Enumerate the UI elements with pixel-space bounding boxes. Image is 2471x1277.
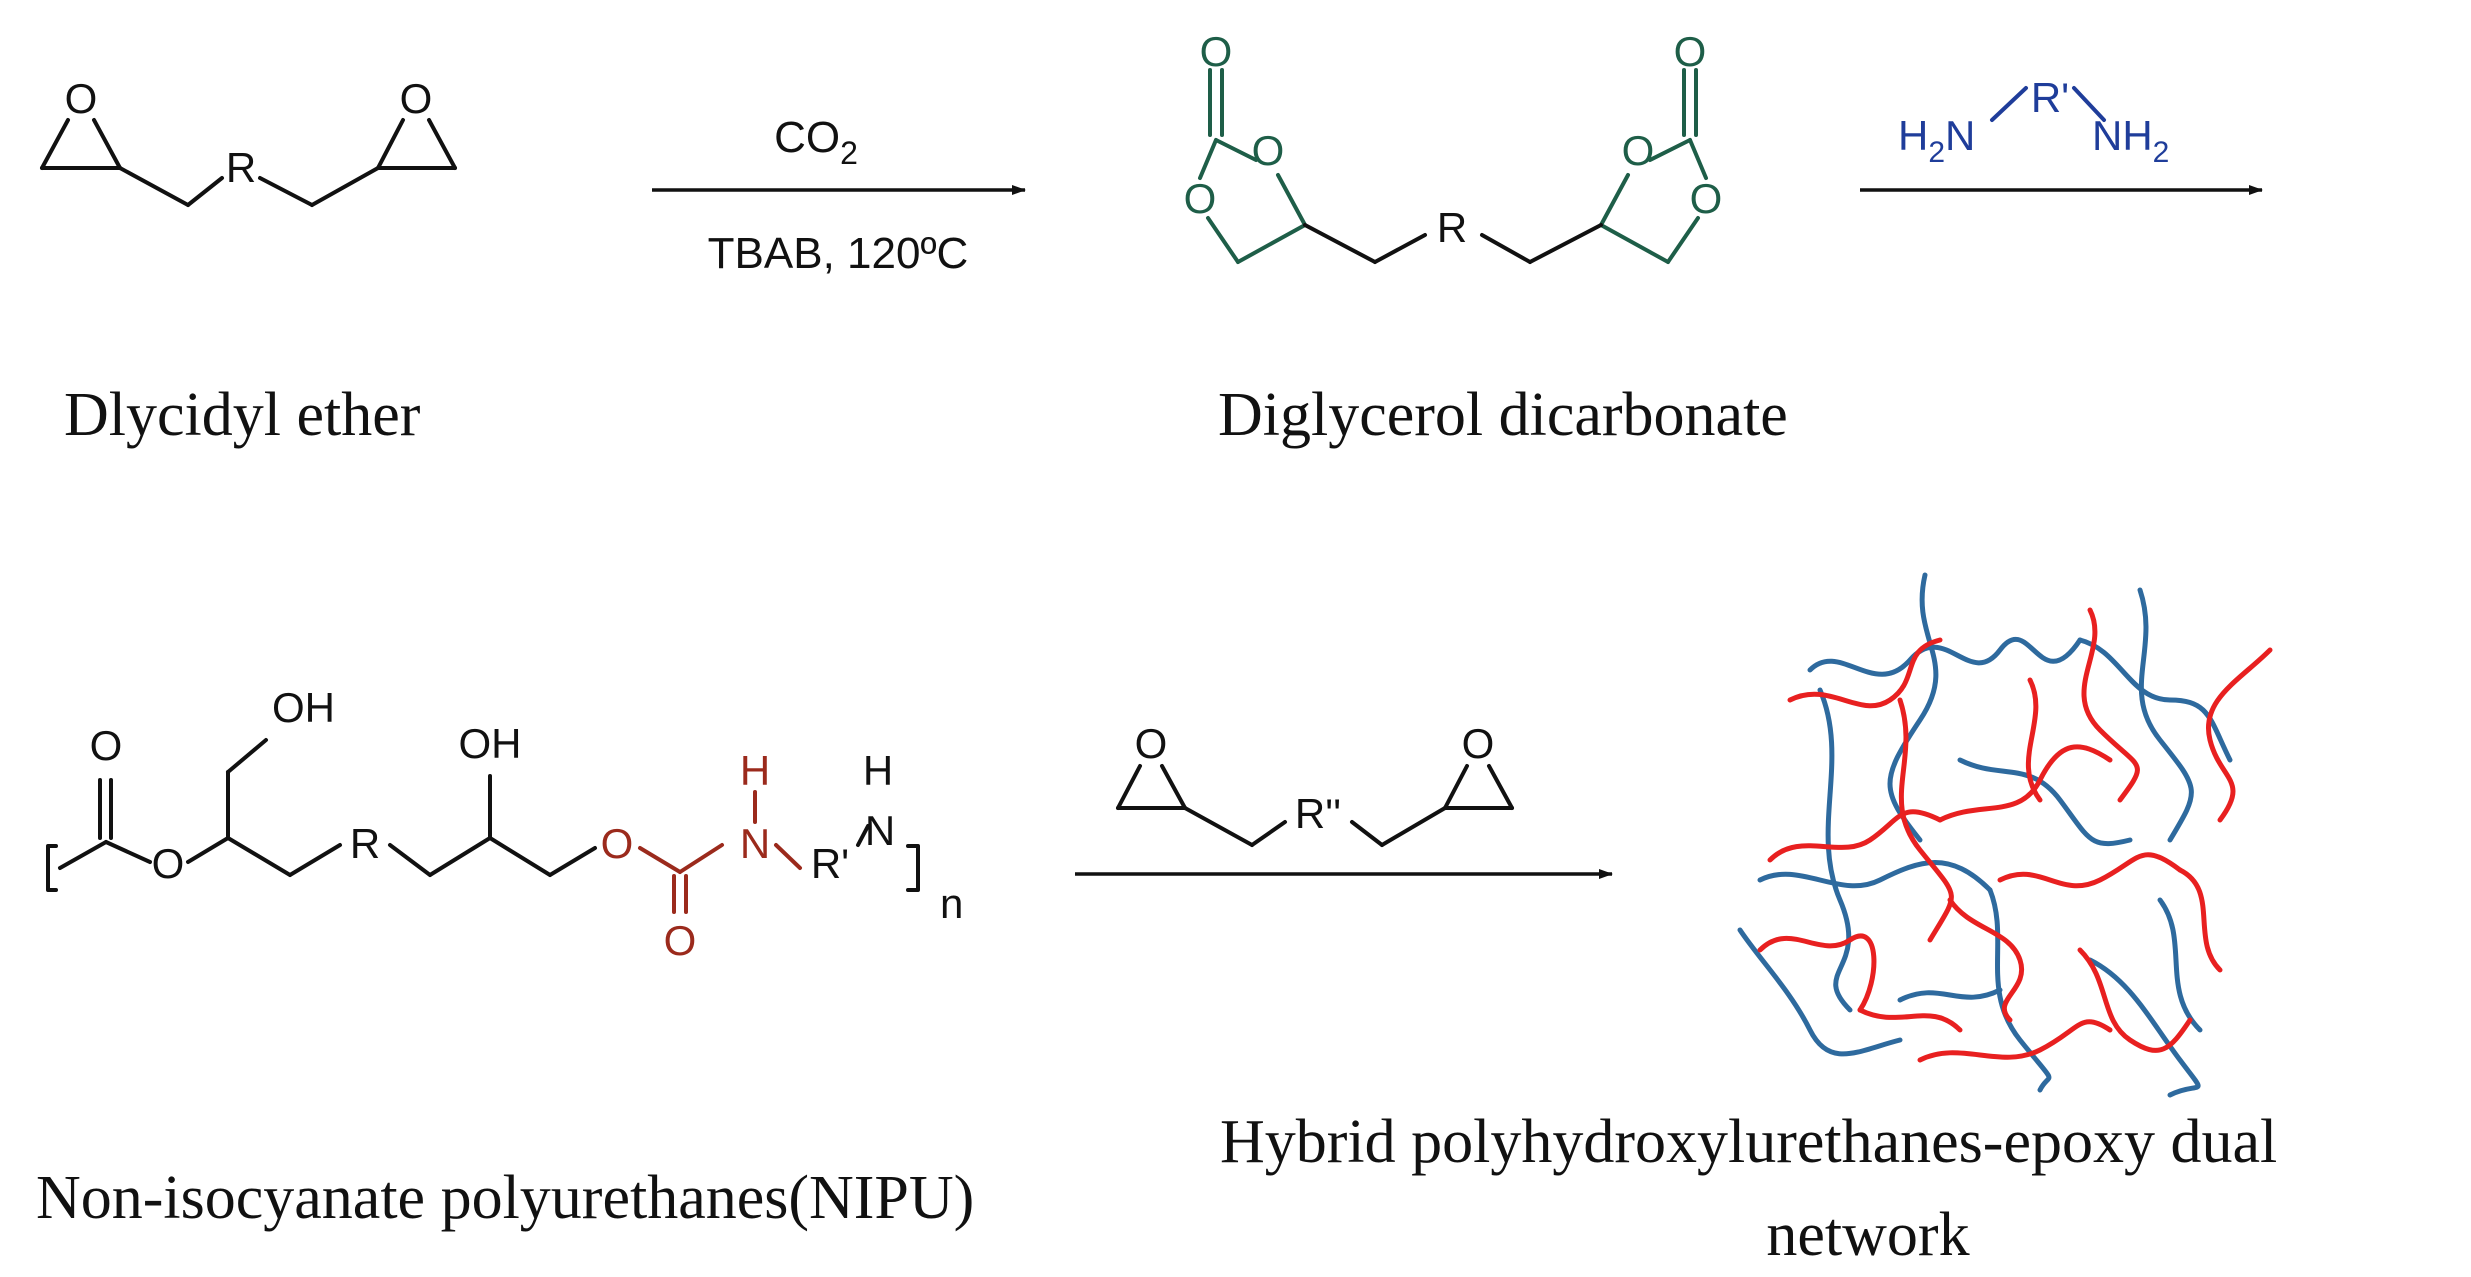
glycidyl-ether-label: Dlycidyl ether [64,381,421,449]
step1-arrow-group: CO2 TBAB, 120ºC [652,113,1026,278]
step1-conditions: TBAB, 120ºC [708,229,969,278]
diamine-left-nh2: H2N [1898,112,1975,169]
dual-network-illustration [1737,572,2273,1098]
dicarbonate-label: Diglycerol dicarbonate [1218,381,1788,449]
step3-epoxide-oxygen-right: O [1462,720,1495,767]
diglycidyl-ether-structure: O R O [40,75,457,207]
ester-oxygen: O [152,840,185,887]
epoxy-network-strands [1737,572,2233,1098]
carbonyl-oxygen-left: O [1200,28,1233,75]
epoxide-oxygen-left: O [65,75,98,122]
dicarbonate-structure: O O O R O O O [1184,28,1723,264]
ring-oxygen-right-lower: O [1690,175,1723,222]
carbonyl-oxygen-right: O [1674,28,1707,75]
nipu-r-label: R [350,820,380,867]
step1-reagent: CO2 [774,113,858,171]
urethane-oxygen: O [601,820,634,867]
ring-oxygen-left-lower: O [1184,175,1217,222]
nipu-label: Non-isocyanate polyurethanes(NIPU) [36,1164,974,1232]
ring-oxygen-right-upper: O [1622,127,1655,174]
r-group-label: R [226,144,256,191]
secondary-hydroxyl: OH [459,720,522,767]
dicarbonate-r-label: R [1437,204,1467,251]
step2-arrow-group: H2N R' NH2 [1860,74,2263,195]
terminal-nh-hydrogen: H [863,747,893,794]
ester-carbonyl-oxygen: O [90,722,123,769]
repeat-unit-n: n [940,880,963,927]
ring-oxygen-left-upper: O [1252,127,1285,174]
primary-hydroxyl: OH [272,684,335,731]
step3-arrow-group: O R'' O [1075,720,1613,879]
urethane-nh-hydrogen: H [740,747,770,794]
diamine-right-nh2: NH2 [2092,112,2169,169]
terminal-nitrogen: N [865,807,895,854]
epoxide-oxygen-right: O [400,75,433,122]
polyhydroxyurethane-network-strands [1757,607,2273,1063]
hybrid-network-label-line2: network [1766,1201,1969,1269]
diamine-r-prime: R' [2031,74,2069,121]
step3-epoxide-oxygen-left: O [1135,720,1168,767]
nipu-structure: O O OH R OH O O H N R' H N n [46,684,963,964]
urethane-carbonyl-oxygen: O [664,917,697,964]
urethane-nitrogen: N [740,820,770,867]
hybrid-network-label-line1: Hybrid polyhydroxylurethanes-epoxy dual [1220,1108,2277,1176]
step3-r-double-prime: R'' [1295,790,1341,837]
nipu-r-prime-label: R' [811,840,849,887]
